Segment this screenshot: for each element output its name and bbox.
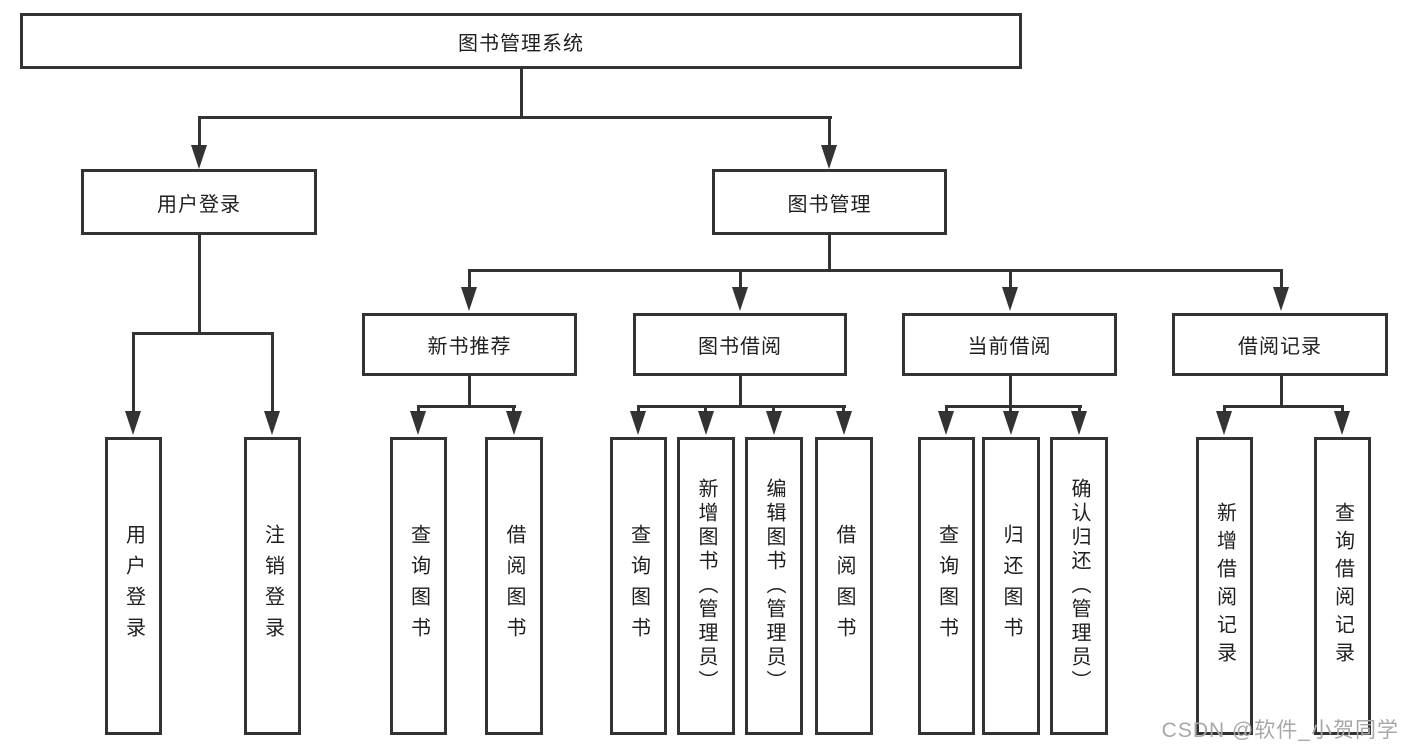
node-leaf-query-book-1: 查询图书 xyxy=(390,437,447,735)
node-root-label: 图书管理系统 xyxy=(458,32,584,55)
connector-drop-new-book xyxy=(468,269,471,289)
connector-root-vertical xyxy=(520,69,523,118)
connector-stub xyxy=(417,405,420,414)
node-leaf-user-login: 用户登录 xyxy=(105,437,162,735)
node-leaf-query-borrow-record-label: 查询借阅记录 xyxy=(1331,502,1354,670)
connector-stub xyxy=(704,405,707,414)
connector-book-mgmt-vertical xyxy=(828,234,831,272)
connector-current-borrow-split xyxy=(945,405,1082,408)
connector-borrow-records-split xyxy=(1223,405,1344,408)
node-leaf-edit-book-admin: 编辑图书（管理员） xyxy=(745,437,803,735)
arrowhead-leaf xyxy=(410,411,426,435)
connector-drop-leaf-login xyxy=(132,332,135,414)
node-leaf-borrow-book-2: 借阅图书 xyxy=(815,437,873,735)
node-leaf-user-login-label: 用户登录 xyxy=(122,524,145,648)
arrowhead-leaf xyxy=(836,411,852,435)
arrowhead-book-borrow xyxy=(732,287,748,311)
connector-user-login-split xyxy=(132,332,274,335)
connector-drop-current-borrow xyxy=(1009,269,1012,289)
node-leaf-edit-book-admin-label: 编辑图书（管理员） xyxy=(763,478,785,694)
node-new-book-rec-label: 新书推荐 xyxy=(427,336,512,358)
arrowhead-leaf xyxy=(506,411,522,435)
node-book-borrow-label: 图书借阅 xyxy=(698,336,782,358)
arrowhead-leaf xyxy=(1334,411,1350,435)
node-leaf-add-book-admin: 新增图书（管理员） xyxy=(677,437,735,735)
node-book-mgmt-branch-label: 图书管理 xyxy=(787,193,872,216)
connector-stub xyxy=(1078,405,1081,414)
node-leaf-query-book-2-label: 查询图书 xyxy=(627,524,650,648)
connector-user-login-vertical xyxy=(198,235,201,335)
connector-drop-borrow-records xyxy=(1280,269,1283,289)
node-leaf-add-book-admin-label: 新增图书（管理员） xyxy=(695,478,717,694)
node-current-borrow: 当前借阅 xyxy=(902,313,1117,376)
node-leaf-return-book-label: 归还图书 xyxy=(1000,524,1022,648)
node-leaf-confirm-return-admin: 确认归还（管理员） xyxy=(1050,437,1108,735)
connector-drop-book-mgmt xyxy=(828,116,831,148)
arrowhead-leaf xyxy=(766,411,782,435)
node-leaf-logout: 注销登录 xyxy=(244,437,301,735)
node-leaf-borrow-book-2-label: 借阅图书 xyxy=(833,524,855,648)
node-leaf-add-borrow-record-label: 新增借阅记录 xyxy=(1213,502,1236,670)
connector-new-book-split xyxy=(417,405,516,408)
node-user-login-branch: 用户登录 xyxy=(81,169,317,235)
connector-stub xyxy=(945,405,948,414)
connector-stub xyxy=(1223,405,1226,414)
connector-stub xyxy=(842,405,845,414)
node-leaf-query-borrow-record: 查询借阅记录 xyxy=(1314,437,1371,735)
arrowhead-leaf-logout xyxy=(264,411,280,435)
node-current-borrow-label: 当前借阅 xyxy=(967,336,1052,358)
arrowhead-leaf xyxy=(1071,411,1087,435)
connector-new-book-vertical xyxy=(468,376,471,408)
node-leaf-borrow-book-1: 借阅图书 xyxy=(485,437,543,735)
node-borrow-records-label: 借阅记录 xyxy=(1238,336,1322,358)
arrowhead-leaf xyxy=(1216,411,1232,435)
arrowhead-leaf xyxy=(630,411,646,435)
connector-stub xyxy=(1009,405,1012,414)
connector-level2-horizontal xyxy=(468,269,1283,272)
node-leaf-add-borrow-record: 新增借阅记录 xyxy=(1196,437,1253,735)
connector-stub xyxy=(772,405,775,414)
arrowhead-leaf xyxy=(938,411,954,435)
arrowhead-leaf xyxy=(1003,411,1019,435)
arrowhead-user-login xyxy=(191,145,207,169)
node-book-mgmt-branch: 图书管理 xyxy=(712,169,947,235)
connector-level1-horizontal xyxy=(198,116,832,119)
node-leaf-confirm-return-admin-label: 确认归还（管理员） xyxy=(1068,478,1090,694)
arrowhead-new-book xyxy=(461,287,477,311)
csdn-watermark: CSDN @软件_小贺同学 xyxy=(1161,719,1399,742)
arrowhead-leaf-login xyxy=(125,411,141,435)
connector-stub xyxy=(637,405,640,414)
node-user-login-branch-label: 用户登录 xyxy=(157,193,241,216)
node-root: 图书管理系统 xyxy=(20,13,1022,69)
arrowhead-leaf xyxy=(698,411,714,435)
connector-drop-book-borrow xyxy=(739,269,742,289)
connector-drop-user-login xyxy=(198,116,201,148)
connector-book-borrow-split xyxy=(637,405,846,408)
node-leaf-borrow-book-1-label: 借阅图书 xyxy=(503,524,525,648)
node-book-borrow: 图书借阅 xyxy=(633,313,847,376)
arrowhead-current-borrow xyxy=(1002,287,1018,311)
node-leaf-logout-label: 注销登录 xyxy=(261,524,284,648)
connector-borrow-records-vertical xyxy=(1280,376,1283,408)
connector-stub xyxy=(512,405,515,414)
connector-book-borrow-vertical xyxy=(739,376,742,408)
connector-stub xyxy=(1341,405,1344,414)
arrowhead-book-mgmt xyxy=(821,145,837,169)
connector-current-borrow-vertical xyxy=(1009,376,1012,408)
node-leaf-query-book-2: 查询图书 xyxy=(610,437,667,735)
node-new-book-rec: 新书推荐 xyxy=(362,313,577,376)
node-leaf-return-book: 归还图书 xyxy=(982,437,1040,735)
node-leaf-query-book-1-label: 查询图书 xyxy=(407,524,430,648)
node-leaf-query-book-3: 查询图书 xyxy=(918,437,975,735)
connector-drop-leaf-logout xyxy=(271,332,274,414)
arrowhead-borrow-records xyxy=(1273,287,1289,311)
node-borrow-records: 借阅记录 xyxy=(1172,313,1388,376)
node-leaf-query-book-3-label: 查询图书 xyxy=(935,524,958,648)
